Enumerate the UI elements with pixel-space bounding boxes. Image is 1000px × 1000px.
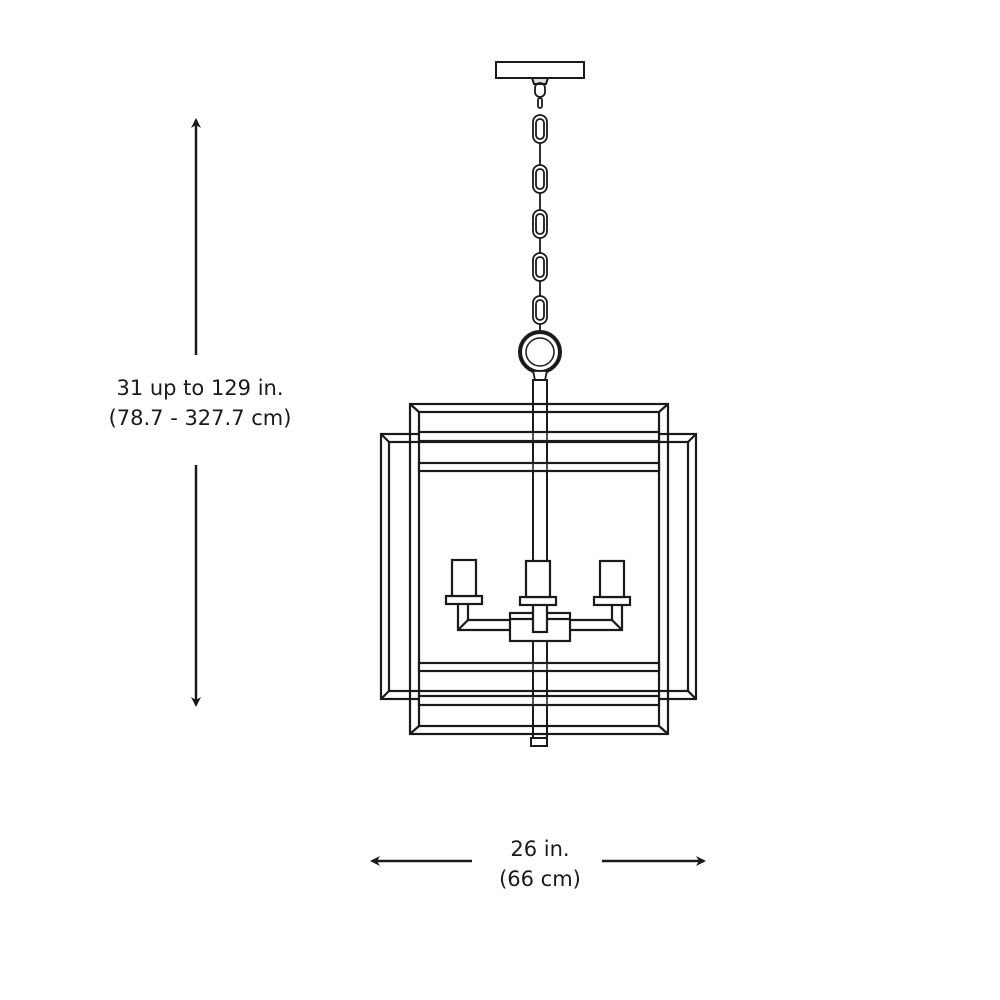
height-dimension-label: 31 up to 129 in. (78.7 - 327.7 cm): [100, 373, 300, 433]
candelabra: [444, 558, 632, 643]
height-centimeters: (78.7 - 327.7 cm): [108, 406, 292, 430]
ceiling-canopy: [495, 61, 585, 85]
width-inches: 26 in.: [510, 837, 570, 861]
height-inches: 31 up to 129 in.: [116, 376, 284, 400]
width-centimeters: (66 cm): [499, 867, 581, 891]
hanging-ring: [518, 330, 562, 381]
width-dimension-label: 26 in. (66 cm): [440, 834, 640, 894]
chain: [532, 82, 548, 334]
